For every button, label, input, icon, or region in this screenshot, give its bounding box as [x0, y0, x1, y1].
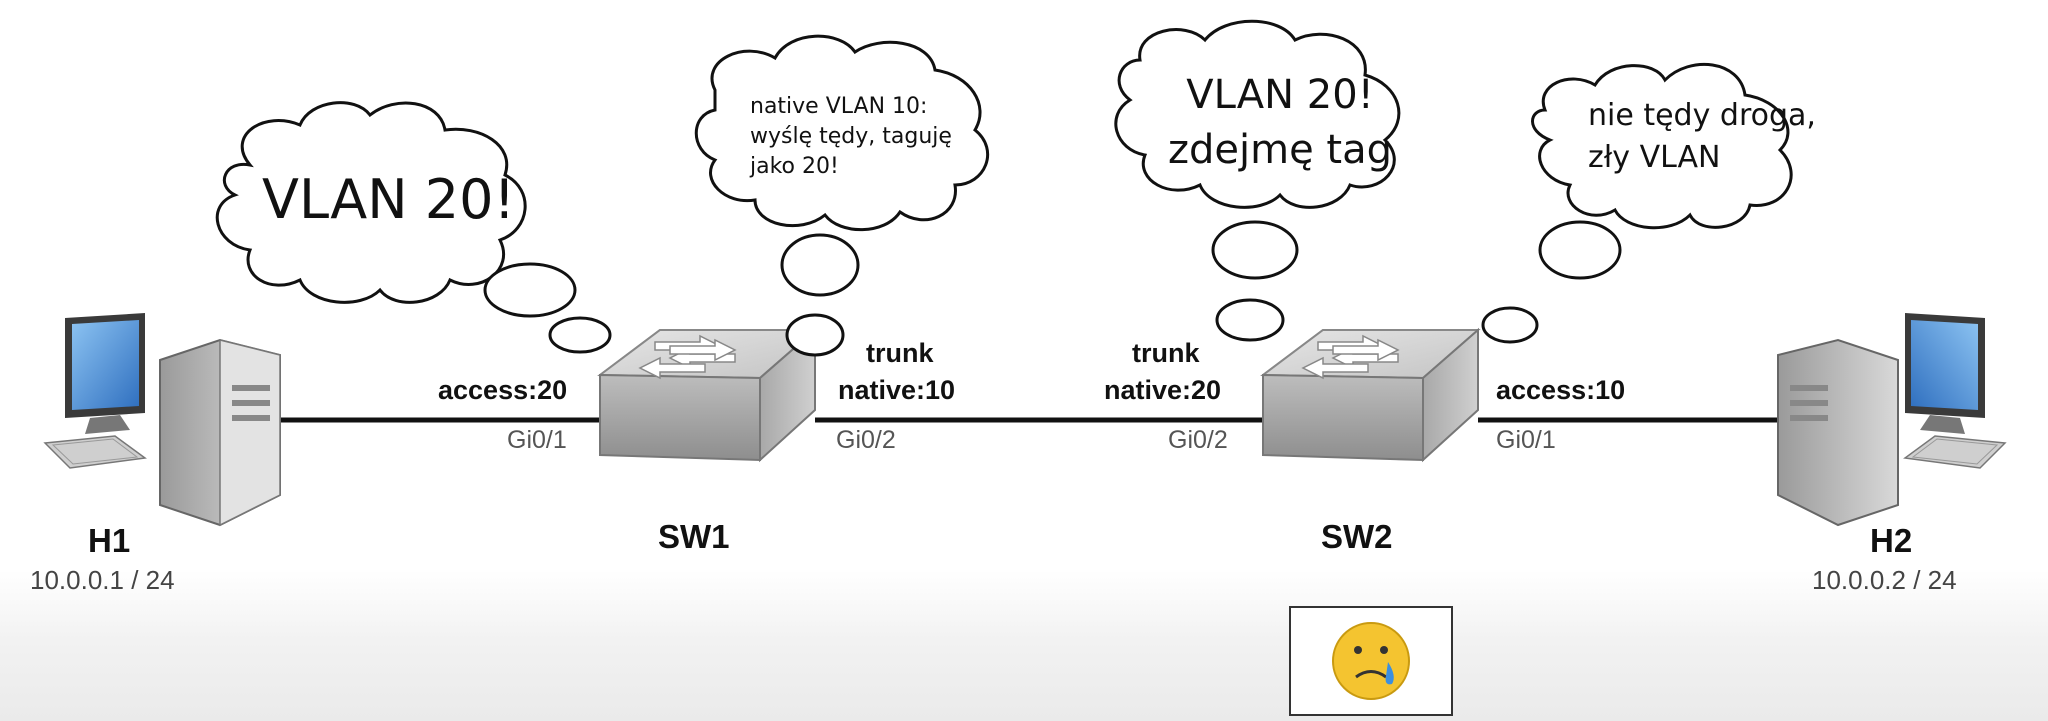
sw2-right-port-mode: access:10 — [1496, 375, 1626, 405]
h2-computer-icon — [1777, 312, 2006, 527]
sw1-left-port-iface: Gi0/1 — [507, 426, 567, 454]
sw1-switch-icon — [599, 329, 816, 461]
h2-ip: 10.0.0.2 / 24 — [1812, 565, 1957, 595]
sw2-thought-line: VLAN 20! — [1186, 72, 1374, 118]
h2-name: H2 — [1870, 522, 1913, 559]
h2-thought-line: zły VLAN — [1588, 140, 1721, 175]
sad-face-icon — [1332, 622, 1410, 700]
sw1-right-port-mode-top: trunk — [866, 338, 934, 368]
h1-ip: 10.0.0.1 / 24 — [30, 565, 175, 595]
h1-thought-text: VLAN 20! — [262, 168, 516, 231]
h2-thought-line: nie tędy droga, — [1588, 98, 1816, 133]
sw2-right-port-iface: Gi0/1 — [1496, 426, 1556, 454]
sw1-thought-text: native VLAN 10: wyślę tędy, taguję jako … — [750, 92, 952, 182]
h1-thought-cloud — [215, 101, 612, 354]
sw2-thought-cloud — [1114, 19, 1401, 342]
h2-thought-text: nie tędy droga, zły VLAN — [1588, 95, 1816, 179]
sw1-thought-line: native VLAN 10: — [750, 94, 928, 119]
sw1-left-port-mode: access:20 — [438, 375, 568, 405]
sw1-thought-line: wyślę tędy, taguję — [750, 124, 952, 149]
h2-thought-cloud — [1481, 63, 1793, 344]
tear-icon — [1385, 662, 1394, 685]
sw1-thought-line: jako 20! — [750, 154, 839, 179]
sw2-left-port-mode: native:20 — [1104, 375, 1222, 405]
sad-face-box — [1289, 606, 1453, 716]
sw1-name: SW1 — [658, 518, 730, 555]
sw2-switch-icon — [1262, 329, 1479, 461]
sw1-thought-cloud — [694, 34, 990, 357]
h1-computer-icon — [44, 312, 281, 527]
sw1-right-port-iface: Gi0/2 — [836, 426, 896, 454]
h1-name: H1 — [88, 522, 131, 559]
sw2-left-port-iface: Gi0/2 — [1168, 426, 1228, 454]
sw1-right-port-mode: native:10 — [838, 375, 956, 405]
sw2-thought-text: VLAN 20! zdejmę tag — [1168, 68, 1392, 178]
sw2-name: SW2 — [1321, 518, 1393, 555]
sw2-left-port-mode-top: trunk — [1132, 338, 1200, 368]
sw2-thought-line: zdejmę tag — [1168, 127, 1392, 173]
